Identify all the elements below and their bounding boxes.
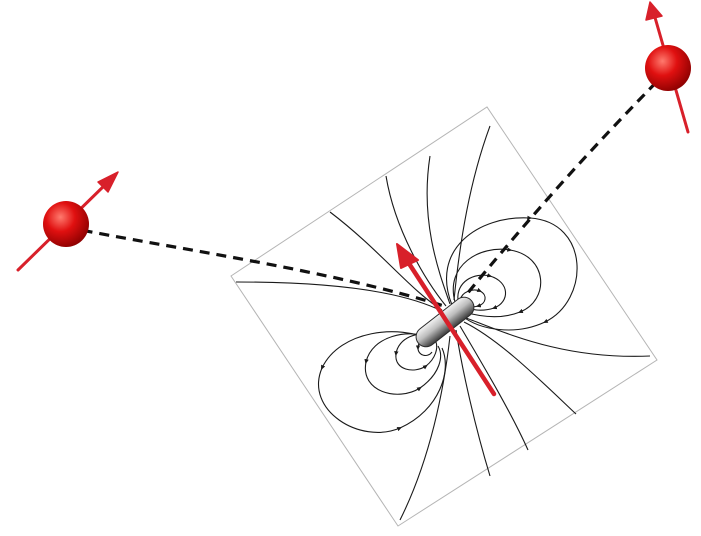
field-line — [329, 211, 443, 311]
field-line — [426, 155, 451, 305]
field-line — [446, 215, 578, 331]
sphere-left — [43, 201, 89, 247]
sphere-right — [645, 45, 691, 91]
field-line — [453, 125, 491, 301]
spin-particle-left — [16, 171, 119, 272]
field-line — [235, 281, 445, 313]
field-line — [385, 175, 447, 307]
field-line — [452, 247, 542, 318]
field-line — [455, 329, 491, 477]
magnetic-moment-arrow — [396, 243, 497, 397]
coupling-line-left — [65, 225, 445, 308]
spin-particle-right — [645, 1, 691, 134]
field-line — [364, 333, 442, 395]
field-line — [457, 273, 507, 311]
field-line — [318, 331, 446, 433]
field-line — [463, 321, 577, 415]
field-line — [399, 335, 451, 521]
field-line — [459, 325, 529, 451]
coupling-line-right — [460, 68, 670, 302]
field-line — [465, 317, 651, 357]
field-line — [394, 333, 438, 371]
